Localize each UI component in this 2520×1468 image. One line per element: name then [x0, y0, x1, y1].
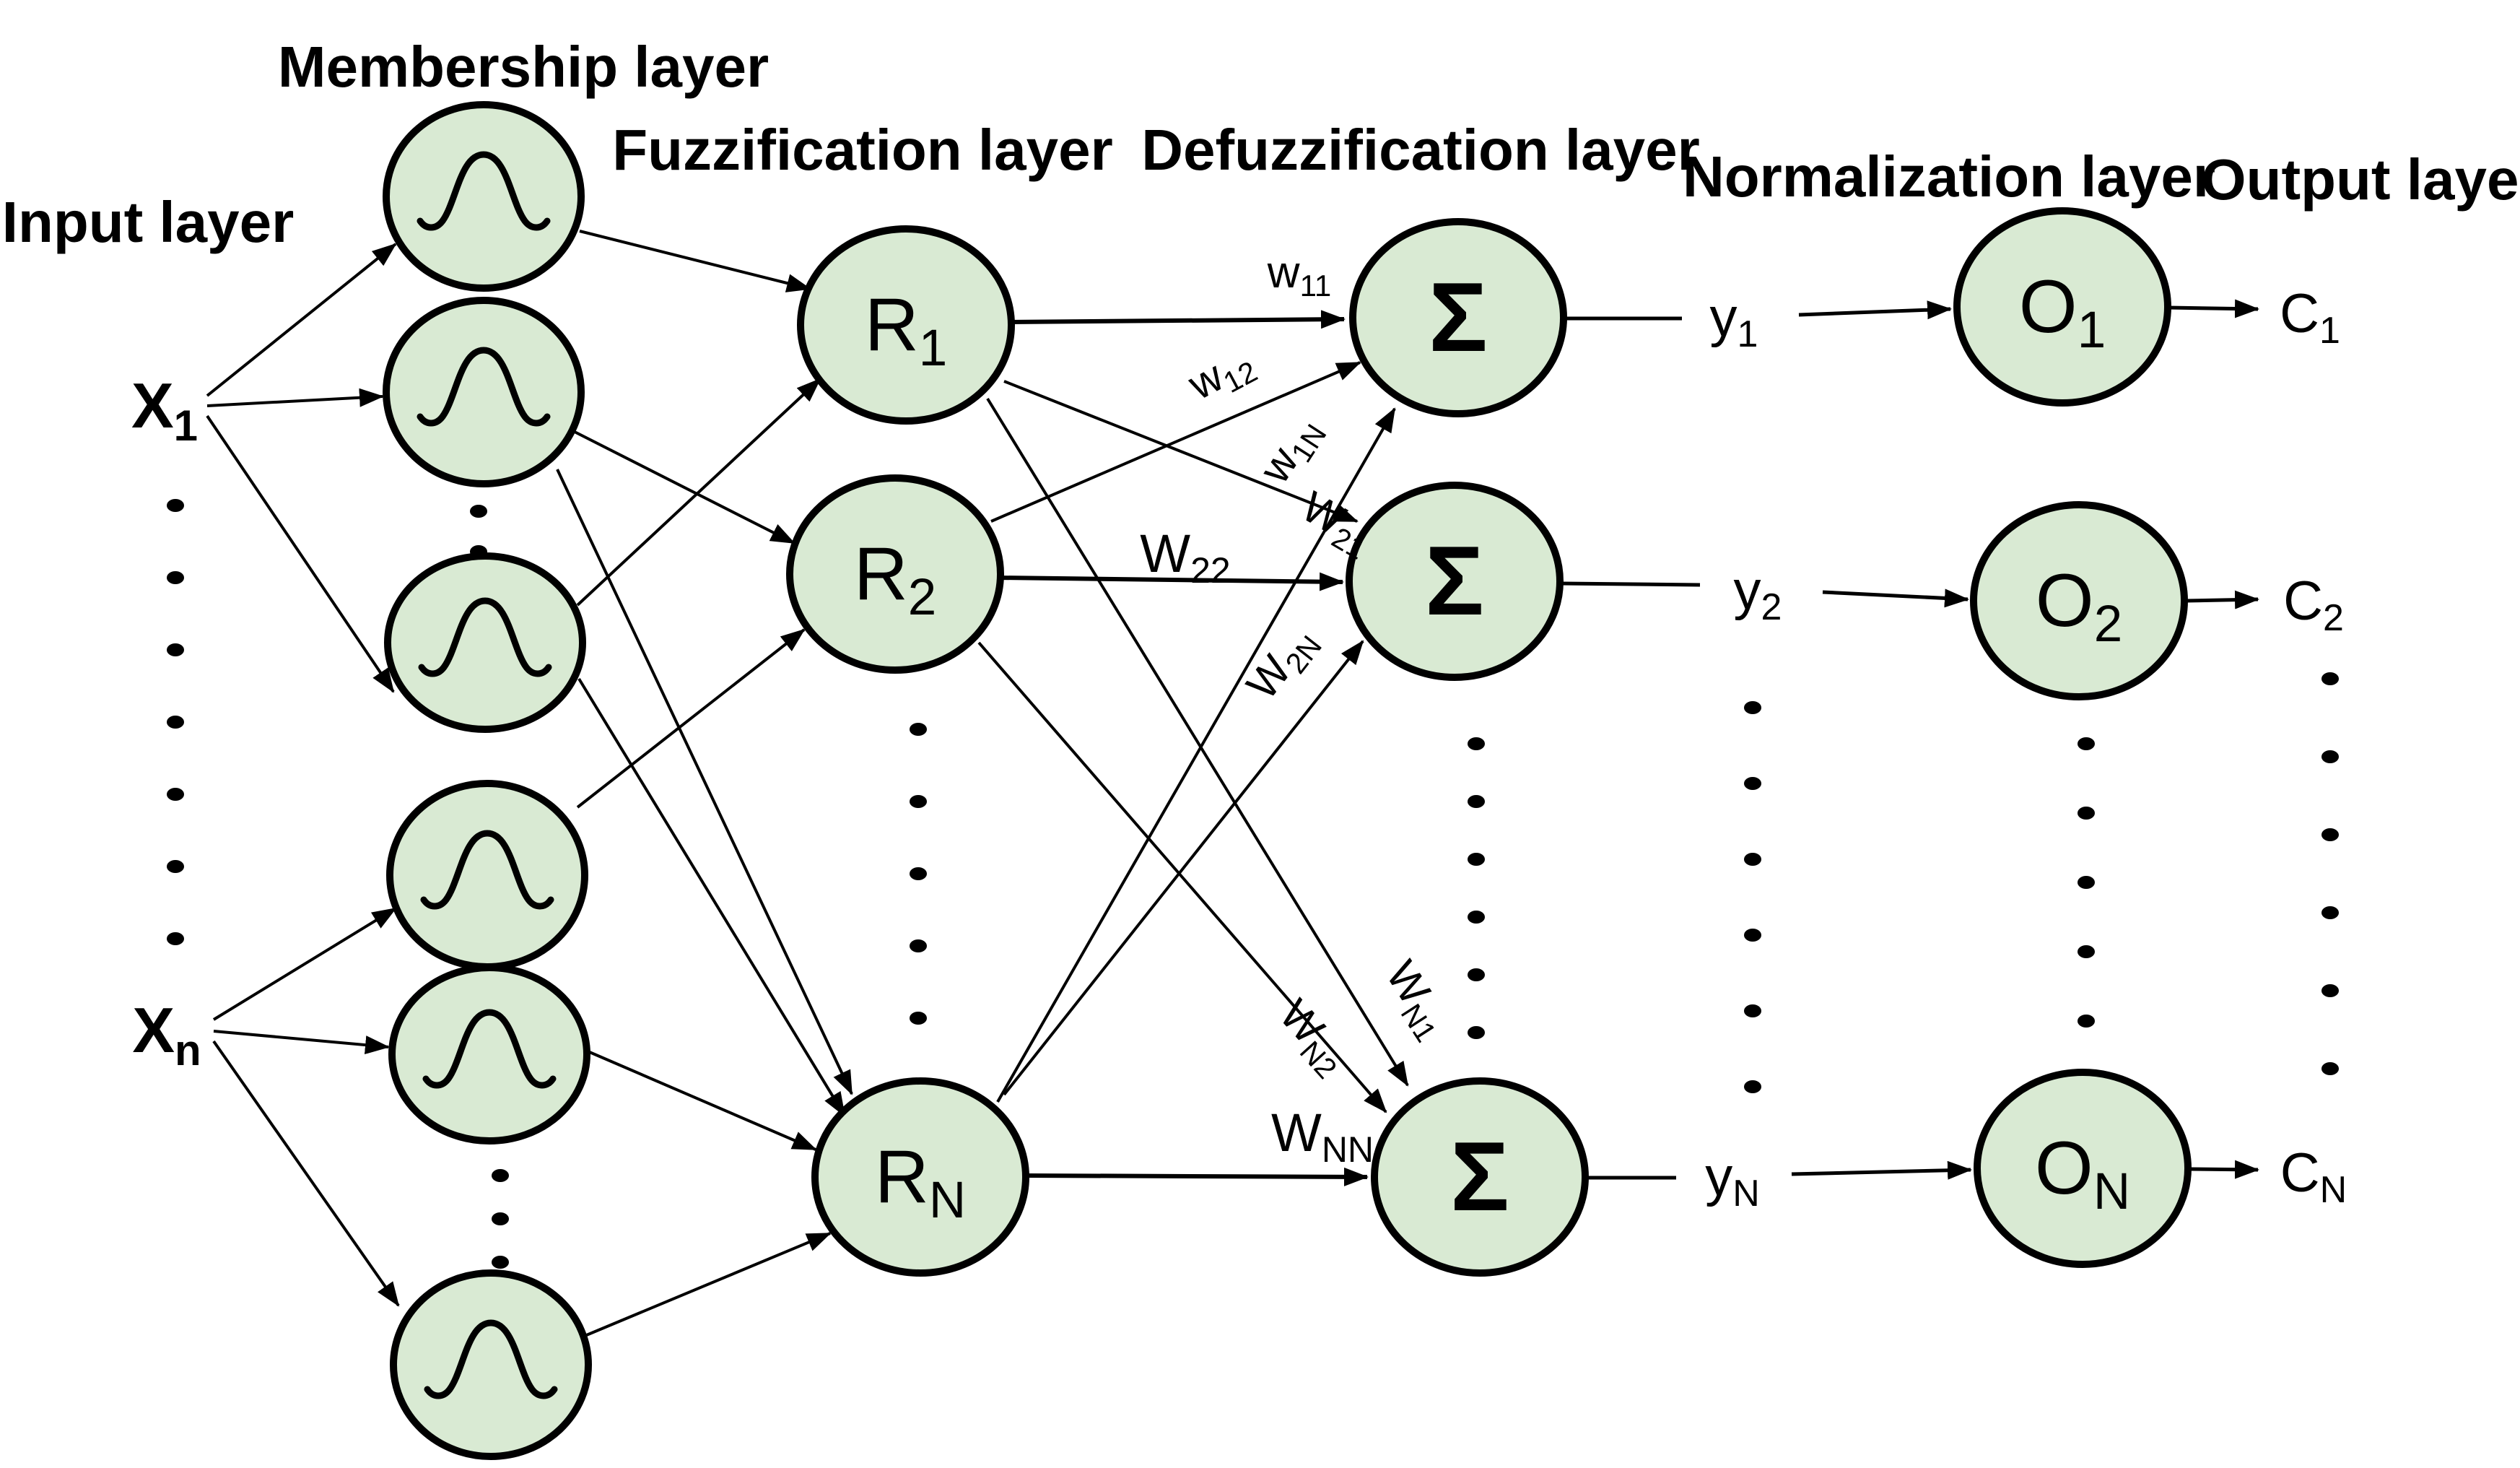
norm-node-o2: O2 — [1970, 501, 2188, 700]
edge-r1-sum2 — [1003, 380, 1359, 523]
rule-node-r1: R1 — [797, 225, 1015, 425]
input-label-xn: Xn — [132, 994, 201, 1074]
layer-label-input-layer: Input layer — [2, 190, 295, 254]
edge-r1-sum3 — [986, 397, 1409, 1087]
edge-rn-sum2 — [1003, 640, 1364, 1096]
dots-membership-lower — [492, 1169, 509, 1269]
membership-node-m3 — [384, 552, 586, 733]
edge-m6-rn — [584, 1232, 832, 1337]
sum-node-sum1-label: Σ — [1429, 262, 1488, 372]
edge-r2-sum1 — [990, 361, 1361, 523]
rule-node-r2-label: R2 — [854, 532, 937, 626]
membership-node-m4 — [386, 780, 588, 970]
rule-node-rn-label: RN — [875, 1135, 966, 1229]
sum-node-sum1: Σ — [1349, 218, 1567, 417]
edge-r2-sum2 — [998, 572, 1344, 591]
y-label-yn: yN — [1705, 1146, 1760, 1215]
gaussian-curve-icon — [417, 151, 551, 231]
input-label-x1: X1 — [131, 370, 198, 450]
edge-x1-m3 — [206, 414, 395, 693]
rule-node-rn: RN — [811, 1077, 1029, 1277]
edge-xn-m6 — [212, 1040, 400, 1307]
edge-sum2-y2 — [1561, 581, 1701, 587]
dots-input — [167, 499, 184, 945]
weight-label-w11: w11 — [1267, 248, 1331, 303]
gaussian-curve-icon — [420, 830, 554, 910]
sum-node-sum2: Σ — [1346, 482, 1564, 681]
norm-node-on-label: ON — [2035, 1126, 2130, 1220]
norm-node-o2-label: O2 — [2036, 559, 2122, 653]
edge-xn-m5 — [213, 1030, 390, 1055]
norm-node-o1-label: O1 — [2019, 265, 2106, 359]
edge-xn-m4 — [212, 907, 397, 1021]
c-label-c2: C2 — [2283, 570, 2344, 639]
membership-node-m1 — [383, 101, 585, 292]
edge-m4-r2 — [576, 628, 806, 809]
layer-label-membership-layer: Membership layer — [278, 35, 769, 99]
weight-label-wN1: WN1 — [1372, 952, 1460, 1048]
sum-node-sum2-label: Σ — [1425, 526, 1484, 635]
edge-rn-sum1 — [996, 407, 1396, 1103]
sum-node-sum3: Σ — [1371, 1077, 1589, 1277]
edge-m1-r1 — [579, 230, 811, 292]
layer-label-defuzzification-layer: Defuzzification layer — [1141, 118, 1700, 182]
edge-m2-r2 — [574, 430, 795, 544]
edge-m2-rn — [556, 469, 853, 1095]
dots-sum — [1468, 737, 1485, 1039]
y-label-y1: y1 — [1710, 287, 1758, 355]
edge-m5-rn — [585, 1049, 817, 1151]
weight-label-w1N: w1N — [1250, 407, 1333, 495]
gaussian-curve-icon — [424, 1319, 558, 1399]
layer-label-normalization-layer: Normalization layer — [1683, 144, 2215, 209]
weight-label-w2N: W2N — [1237, 617, 1328, 712]
edge-r1-sum1 — [1008, 310, 1346, 329]
dots-rule — [910, 723, 927, 1025]
edge-x1-m2 — [206, 388, 384, 407]
gaussian-curve-icon — [417, 347, 551, 427]
gaussian-curve-icon — [422, 1009, 557, 1089]
membership-node-m6 — [390, 1269, 592, 1460]
norm-node-on: ON — [1974, 1069, 2192, 1268]
edges-layer — [206, 230, 2259, 1337]
weight-label-wN2: WN2 — [1266, 990, 1359, 1085]
dots-output — [2321, 672, 2339, 1075]
y-label-y2: y2 — [1734, 560, 1782, 628]
edge-m3-rn — [577, 677, 846, 1117]
edge-y1-o1 — [1798, 300, 1952, 320]
edge-r2-sum3 — [977, 641, 1387, 1113]
edge-m3-r1 — [576, 378, 821, 607]
sum-node-sum3-label: Σ — [1450, 1121, 1509, 1231]
weight-label-wNN: WNN — [1271, 1103, 1374, 1170]
membership-node-m2 — [383, 297, 585, 487]
weight-label-w22: W22 — [1140, 524, 1230, 591]
edge-o2-c2 — [2185, 590, 2259, 609]
rule-node-r2: R2 — [786, 474, 1004, 674]
edge-y2-o2 — [1822, 588, 1969, 608]
edge-rn-sum3 — [1025, 1167, 1369, 1186]
gaussian-curve-icon — [418, 597, 552, 677]
edge-on-cn — [2189, 1160, 2259, 1179]
edge-o1-c1 — [2168, 299, 2259, 318]
rule-node-r1-label: R1 — [865, 283, 948, 377]
weight-label-w12: w12 — [1180, 336, 1263, 414]
layer-label-fuzzification-layer: Fuzzification layer — [612, 118, 1112, 182]
c-label-cn: CN — [2280, 1142, 2347, 1211]
c-label-c1: C1 — [2280, 283, 2340, 352]
membership-node-m5 — [388, 964, 590, 1145]
layer-label-output-layer: Output layer — [2201, 147, 2520, 212]
edge-yn-on — [1791, 1160, 1972, 1180]
norm-node-o1: O1 — [1953, 207, 2171, 407]
edge-x1-m1 — [206, 243, 397, 397]
dots-y — [1744, 701, 1761, 1093]
dots-norm — [2078, 737, 2095, 1028]
